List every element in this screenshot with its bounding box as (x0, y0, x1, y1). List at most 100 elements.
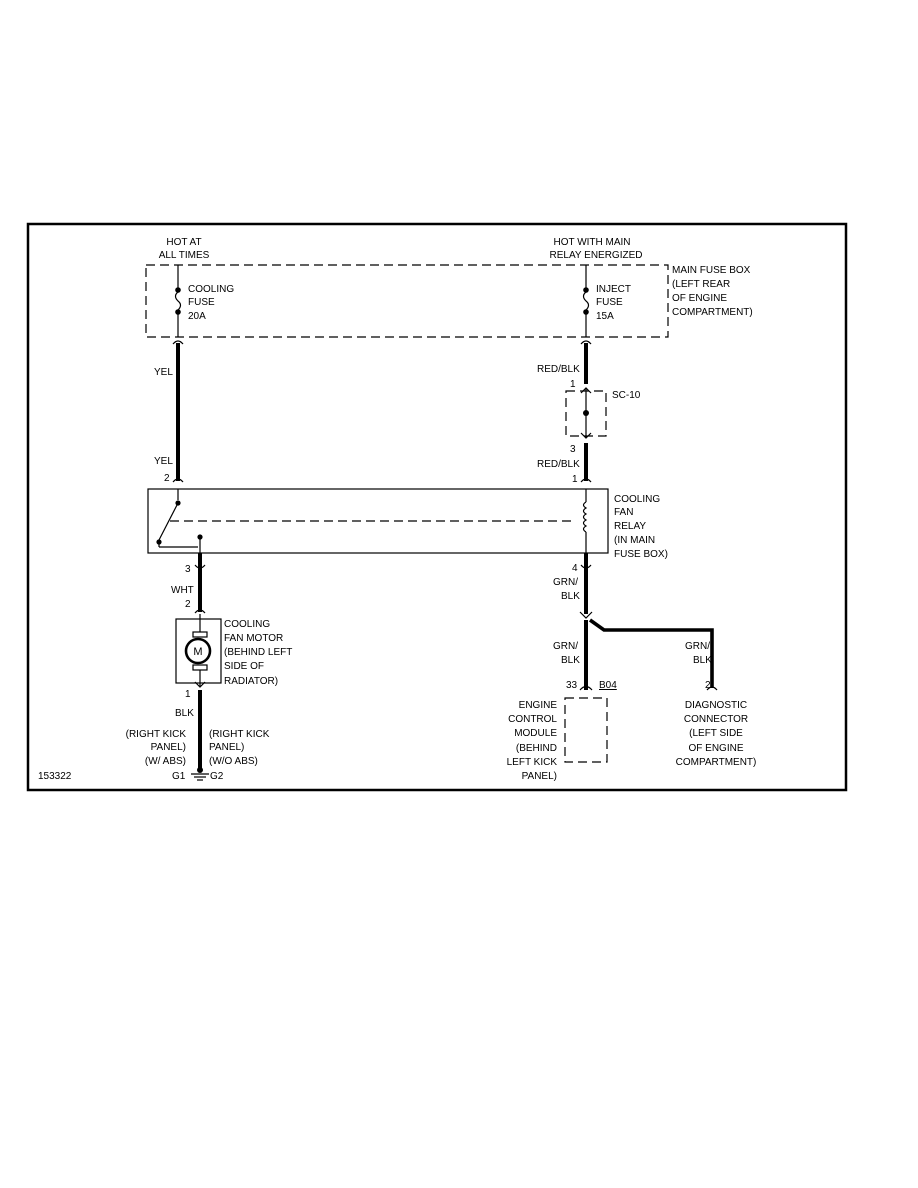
ecm-connector-id: B04 (599, 680, 617, 691)
relay-line2: FAN (614, 507, 633, 518)
pin-relay-right-top: 1 (572, 474, 578, 485)
diagram-frame (26, 222, 848, 792)
wire-label-red-blk-bottom: RED/BLK (537, 459, 580, 470)
wire-blk-ground: 1 BLK (175, 689, 202, 768)
fuse-box-line1: MAIN FUSE BOX (672, 265, 751, 276)
motor-box (175, 618, 222, 684)
ground-right-line3: (W/O ABS) (209, 756, 258, 767)
ecm-label: ENGINE CONTROL MODULE (BEHIND LEFT KICK … (507, 700, 558, 782)
switch-arm (158, 504, 178, 541)
splice-dot (583, 410, 589, 416)
relay-box (147, 488, 609, 554)
connector-arc (579, 611, 593, 619)
ground-left-line2: PANEL) (151, 742, 186, 753)
power-left-line2: ALL TIMES (159, 250, 210, 261)
wire-wht: 3 WHT 2 (171, 553, 206, 614)
splice-sc-10: SC-10 (565, 387, 641, 439)
ground-g1: G1 (172, 771, 186, 782)
fuse-box-line4: COMPARTMENT) (672, 307, 753, 318)
diag-line3: (LEFT SIDE (689, 728, 743, 739)
pin-sc-top: 1 (570, 379, 576, 390)
relay-label: COOLING FAN RELAY (IN MAIN FUSE BOX) (614, 494, 668, 560)
ground-note-right: (RIGHT KICK PANEL) (W/O ABS) (209, 729, 270, 767)
connector-arc (194, 681, 206, 688)
power-right-line1: HOT WITH MAIN (553, 237, 630, 248)
ground-symbol: G1 G2 (172, 767, 224, 782)
wire-label-grn-blk-top-2: BLK (561, 591, 580, 602)
cooling-fuse-line3: 20A (188, 311, 206, 322)
pin-sc-bottom: 3 (570, 444, 576, 455)
fuse-terminal-dot (175, 287, 181, 293)
fuse-box-line2: (LEFT REAR (672, 279, 730, 290)
wire-red-blk: RED/BLK 1 3 RED/BLK 1 (537, 340, 592, 485)
wire-label-grn-blk-diag-2: BLK (693, 655, 712, 666)
fuse-element-icon (582, 291, 590, 311)
fuse-terminal-dot (583, 309, 589, 315)
relay-line5: FUSE BOX) (614, 549, 668, 560)
connector-arc (194, 564, 206, 569)
ground-note-left: (RIGHT KICK PANEL) (W/ ABS) (126, 729, 187, 767)
switch-output-dot (197, 534, 203, 540)
cooling-fan-motor: M COOLING FAN MOTOR (BEHIND LEFT SIDE OF… (175, 614, 292, 688)
ecm-line5: LEFT KICK (507, 757, 558, 768)
relay-line4: (IN MAIN (614, 535, 655, 546)
wire-yel: YEL YEL 2 (154, 340, 184, 484)
inject-fuse-line1: INJECT (596, 284, 631, 295)
main-fuse-box-label: MAIN FUSE BOX (LEFT REAR OF ENGINE COMPA… (672, 265, 753, 318)
motor-line2: FAN MOTOR (224, 633, 283, 644)
wire-label-blk: BLK (175, 708, 194, 719)
ecm-line2: CONTROL (508, 714, 557, 725)
cooling-fuse-line2: FUSE (188, 297, 215, 308)
splice-label: SC-10 (612, 390, 641, 401)
relay-coil-icon (582, 501, 588, 533)
ecm-line3: MODULE (514, 728, 557, 739)
ground-dot (197, 767, 203, 773)
splice-branch (588, 618, 714, 688)
power-left-line1: HOT AT (166, 237, 201, 248)
diag-line5: COMPARTMENT) (676, 757, 757, 768)
motor-line4: SIDE OF (224, 661, 264, 672)
wire-label-wht: WHT (171, 585, 194, 596)
connector-arc (580, 432, 592, 439)
connector-arc (580, 478, 592, 483)
pin-motor-bottom: 1 (185, 689, 191, 700)
inject-fuse-line2: FUSE (596, 297, 623, 308)
inject-fuse: INJECT FUSE 15A (582, 265, 631, 337)
fuse-box-line3: OF ENGINE (672, 293, 727, 304)
engine-control-module: B04 ENGINE CONTROL MODULE (BEHIND LEFT K… (507, 680, 618, 782)
switch-contact-dot (175, 500, 181, 506)
wire-label-yel-top: YEL (154, 367, 173, 378)
power-label-left: HOT AT ALL TIMES (159, 237, 210, 261)
pin-motor-top: 2 (185, 599, 191, 610)
wire-label-grn-blk-diag-1: GRN/ (685, 641, 710, 652)
pin-relay-left-top: 2 (164, 473, 170, 484)
ecm-line4: (BEHIND (516, 743, 557, 754)
connector-arc (580, 387, 592, 394)
motor-line5: RADIATOR) (224, 676, 278, 687)
pin-diag: 2 (705, 680, 711, 691)
motor-icon (184, 637, 212, 665)
connector-arc (579, 685, 593, 691)
connector-arc (580, 340, 592, 345)
motor-brush-bottom (192, 664, 208, 671)
ecm-outline (564, 697, 608, 763)
motor-line1: COOLING (224, 619, 270, 630)
power-right-line2: RELAY ENERGIZED (550, 250, 643, 261)
cooling-fuse-line1: COOLING (188, 284, 234, 295)
main-fuse-box-outline (145, 264, 669, 338)
ground-g2: G2 (210, 771, 224, 782)
diagnostic-connector: DIAGNOSTIC CONNECTOR (LEFT SIDE OF ENGIN… (676, 700, 757, 768)
pin-relay-left-bottom: 3 (185, 564, 191, 575)
relay-line1: COOLING (614, 494, 660, 505)
motor-symbol: M (193, 646, 202, 658)
motor-line3: (BEHIND LEFT (224, 647, 292, 658)
wire-label-grn-blk-ecm-1: GRN/ (553, 641, 578, 652)
ground-right-line2: PANEL) (209, 742, 244, 753)
ground-left-line1: (RIGHT KICK (126, 729, 187, 740)
ecm-line6: PANEL) (522, 771, 557, 782)
wire-label-red-blk-top: RED/BLK (537, 364, 580, 375)
fuse-element-icon (174, 291, 182, 311)
cooling-fan-relay: COOLING FAN RELAY (IN MAIN FUSE BOX) (147, 488, 668, 560)
motor-brush-top (192, 631, 208, 638)
